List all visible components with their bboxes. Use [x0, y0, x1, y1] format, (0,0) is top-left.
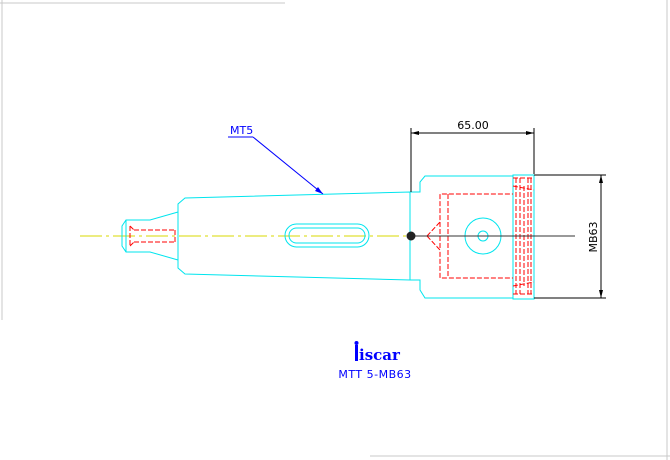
length-dimension-text: 65.00 [457, 119, 489, 132]
taper-callout-text: MT5 [230, 124, 253, 137]
diameter-dimension [534, 174, 606, 299]
length-dimension [410, 128, 535, 192]
brand-logo-text: iscar [359, 346, 401, 364]
taper-shank-outline [121, 175, 513, 299]
drive-slot [284, 223, 370, 248]
taper-callout [228, 136, 324, 195]
reference-point [406, 231, 416, 241]
brand-logo: iscar [354, 341, 401, 364]
part-number: MTT 5-MB63 [338, 368, 411, 381]
diameter-dimension-text: MB63 [587, 221, 600, 252]
drive-slot-inner [288, 227, 366, 244]
